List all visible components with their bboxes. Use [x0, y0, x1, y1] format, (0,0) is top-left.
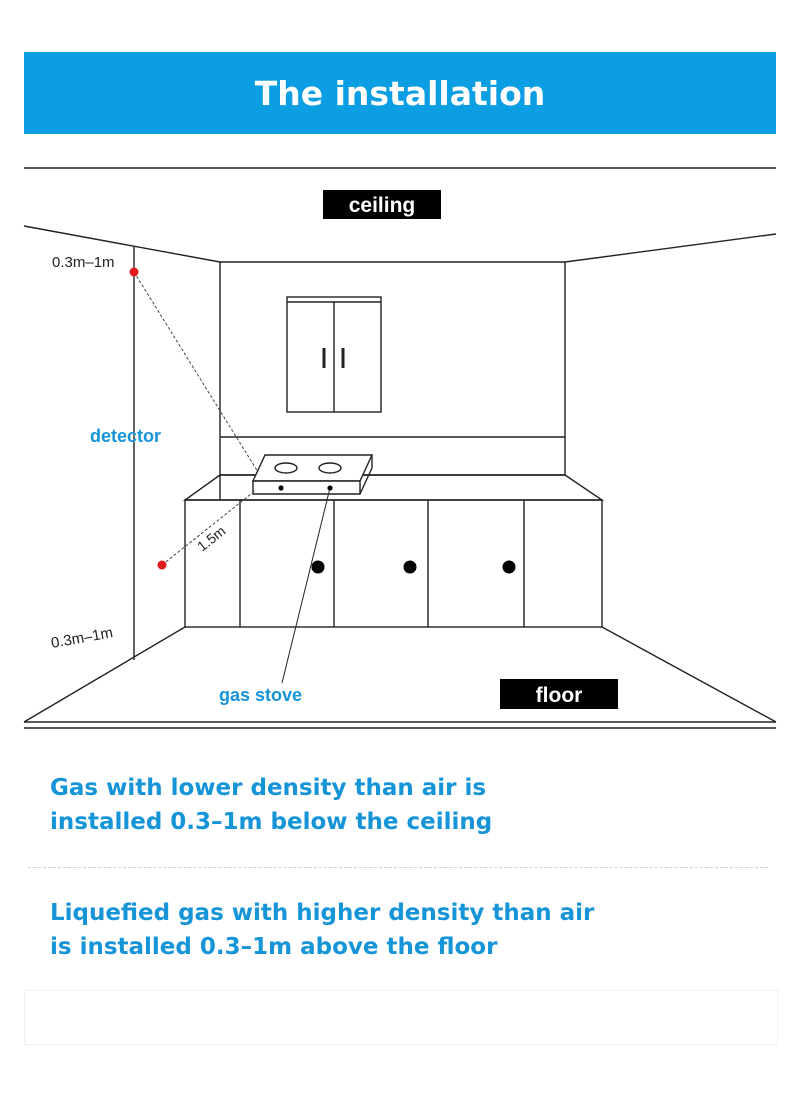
detector-label: detector: [90, 426, 161, 446]
floor-tag: [500, 679, 618, 709]
cabinet-knob-2: [403, 560, 417, 574]
cabinet-knob-3: [502, 560, 516, 574]
footer-panel: [24, 990, 778, 1045]
top-detector-distance-line: [133, 271, 259, 473]
ceiling-right-edge: [564, 233, 777, 263]
counter-top: [182, 474, 605, 501]
burner-left-icon: [274, 462, 298, 474]
floor-label: floor: [536, 684, 583, 707]
ceiling-detector-dot: [129, 267, 139, 277]
gas-stove-front: [252, 480, 361, 495]
gas-stove-side-edge: [359, 467, 373, 495]
ceiling-label: ceiling: [349, 194, 416, 217]
page-title-banner: The installation: [24, 52, 776, 134]
base-cabinets: [184, 499, 603, 628]
lighter-gas-note-line-2: installed 0.3–1m below the ceiling: [50, 809, 493, 835]
cabinet-knob-1: [311, 560, 325, 574]
page-title: The installation: [254, 73, 546, 113]
floor-left-edge: [23, 626, 186, 723]
gas-stove-leader-line: [281, 487, 331, 684]
gas-stove-label: gas stove: [219, 685, 302, 705]
stove-distance-label: 1.5m: [194, 523, 228, 555]
ceiling-left-edge: [23, 225, 221, 263]
heavier-gas-note: Liquefied gas with higher density than a…: [50, 896, 594, 964]
burner-right-icon: [318, 462, 342, 474]
stove-knob-right: [327, 485, 333, 491]
notes-divider: [28, 867, 768, 868]
heavier-gas-note-line-2: is installed 0.3–1m above the floor: [50, 934, 498, 960]
bottom-distance-label: 0.3m–1m: [50, 624, 115, 652]
stove-knob-left: [278, 485, 284, 491]
lighter-gas-note: Gas with lower density than air is insta…: [50, 771, 492, 839]
lighter-gas-note-line-1: Gas with lower density than air is: [50, 775, 487, 801]
ceiling-tag: [323, 190, 441, 219]
heavier-gas-note-line-1: Liquefied gas with higher density than a…: [50, 900, 595, 926]
gas-stove-top: [251, 454, 374, 482]
floor-right-edge: [601, 626, 777, 723]
top-distance-label: 0.3m–1m: [52, 254, 115, 271]
kitchen-installation-diagram: 0.3m–1m 0.3m–1m 1.5m detector gas stove …: [23, 167, 777, 729]
bottom-detector-distance-line: [161, 489, 257, 566]
floor-detector-dot: [157, 560, 167, 570]
